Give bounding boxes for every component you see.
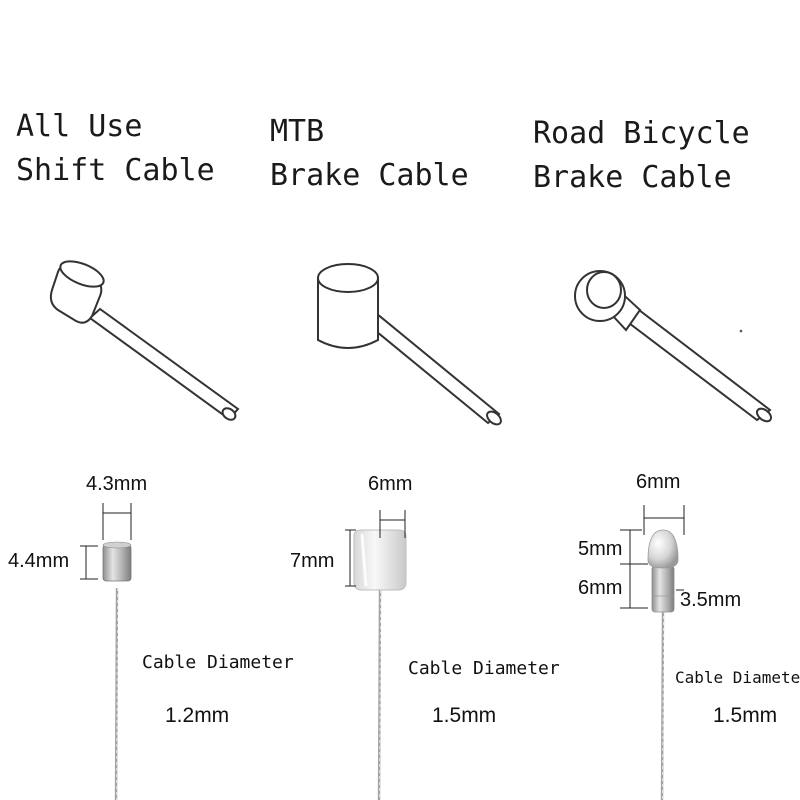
mtb-diameter-value: 1.5mm xyxy=(432,704,497,727)
mtb-head-width: 6mm xyxy=(368,473,413,495)
shift-head-width: 4.3mm xyxy=(86,473,148,495)
shift-head-height: 4.4mm xyxy=(8,550,70,572)
road-neck-width: 3.5mm xyxy=(680,589,742,611)
road-dim-lines xyxy=(620,505,685,609)
speck xyxy=(739,329,743,333)
shift-dim-lines xyxy=(80,503,132,580)
road-title-line2: Brake Cable xyxy=(533,160,732,195)
shift-diameter-value: 1.2mm xyxy=(165,704,230,727)
shift-title-line1: All Use xyxy=(16,109,143,144)
road-head-width: 6mm xyxy=(636,471,681,493)
shift-diameter-label: Cable Diameter xyxy=(142,652,294,673)
shift-cable-drawing xyxy=(49,260,240,421)
mtb-title-line2: Brake Cable xyxy=(270,158,469,193)
road-title: Road Bicycle Brake Cable xyxy=(533,112,750,200)
mtb-cable-drawing xyxy=(317,263,502,426)
shift-title-line2: Shift Cable xyxy=(16,153,215,188)
mtb-dim-lines xyxy=(345,510,406,587)
road-head-top-height: 5mm xyxy=(578,538,623,560)
road-diameter-label: Cable Diameter xyxy=(675,668,800,687)
mtb-diameter-label: Cable Diameter xyxy=(408,658,560,679)
road-cable-photo xyxy=(647,529,679,800)
shift-cable-photo xyxy=(102,541,132,800)
road-cable-drawing xyxy=(574,270,773,423)
mtb-title: MTB Brake Cable xyxy=(270,110,469,198)
road-diameter-value: 1.5mm xyxy=(713,704,778,727)
mtb-head-height: 7mm xyxy=(290,550,335,572)
road-neck-height: 6mm xyxy=(578,577,623,599)
road-title-line1: Road Bicycle xyxy=(533,116,750,151)
mtb-title-line1: MTB xyxy=(270,114,325,149)
shift-title: All Use Shift Cable xyxy=(16,105,215,193)
mtb-cable-photo xyxy=(353,529,407,800)
